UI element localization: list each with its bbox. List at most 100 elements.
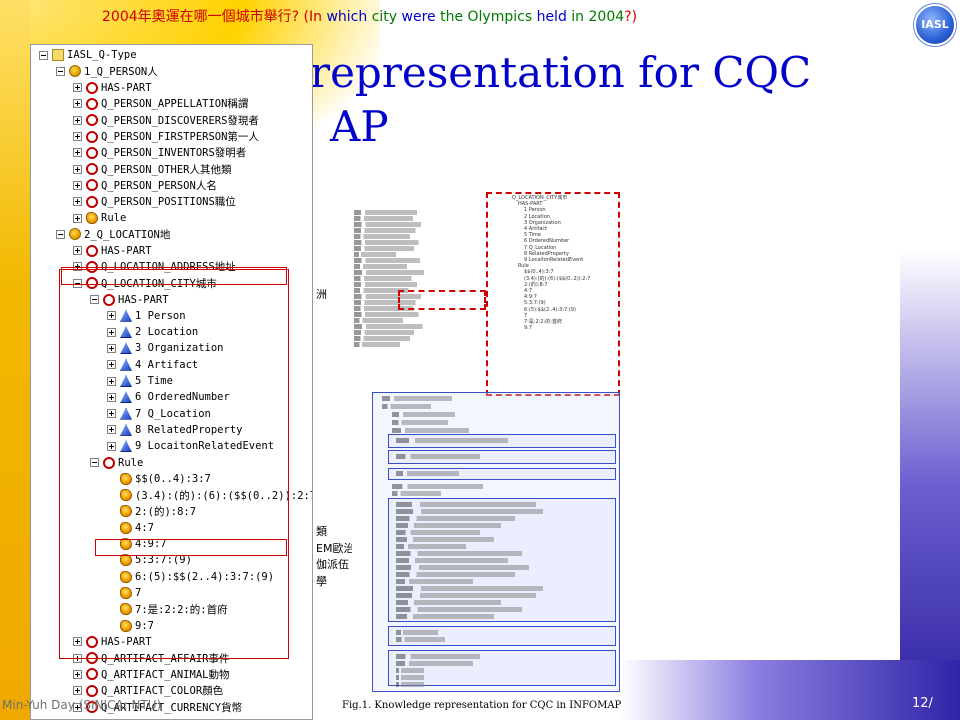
tree-item-label: IASL_Q-Type [67,49,137,61]
tree-item-label: 9 LocaitonRelatedEvent [135,440,275,453]
expand-icon[interactable] [73,686,82,696]
logo-text: IASL [921,18,949,31]
tree-item-label: 1_Q_PERSON人 [84,65,158,78]
tree-item[interactable]: 2_Q_LOCATION地 [56,226,170,242]
tree-item-label: Q_ARTIFACT_CURRENCY貨幣 [101,701,243,714]
tree-item[interactable]: HAS-PART [73,243,152,259]
tree-item[interactable]: 7 [107,585,141,601]
tree-item-label: Rule [101,212,127,224]
collapse-icon[interactable] [73,278,82,288]
tree-item-label: 4:9:7 [135,538,167,550]
tree-item[interactable]: Rule [90,455,143,471]
relation-icon [86,244,98,257]
relation-icon [86,163,98,176]
tree-item[interactable]: Q_PERSON_DISCOVERERS發現者 [73,112,259,128]
tree-item[interactable]: 2:(的):8:7 [107,503,196,519]
tree-item-label: 9:7 [135,619,154,632]
tree-item[interactable]: Q_PERSON_PERSON人名 [73,177,217,193]
collapse-icon[interactable] [56,66,65,76]
tree-item-label: 1 Person [135,309,186,322]
tree-item[interactable]: Q_PERSON_APPELLATION稱謂 [73,96,248,112]
tree-item[interactable]: 6:(5):$$(2..4):3:7:(9) [107,569,274,585]
tree-item[interactable]: 3 Organization [107,340,224,356]
tree-item-label: HAS-PART [118,293,169,306]
tree-item[interactable]: Q_PERSON_INVENTORS發明者 [73,145,246,161]
tree-item[interactable]: (3.4):(的):(6):($$(0..2)):2:7 [107,487,312,503]
tree-item[interactable]: 1 Person [107,308,186,324]
tree-item[interactable]: 5:3:7:(9) [107,552,192,568]
tree-item[interactable]: 5 Time [107,373,173,389]
tree-item[interactable]: 9 LocaitonRelatedEvent [107,438,274,454]
tree-item[interactable]: Q_PERSON_OTHER人其他類 [73,161,232,177]
tree-item[interactable]: IASL_Q-Type [39,47,137,63]
expand-icon[interactable] [107,311,116,321]
tree-item[interactable]: 4:9:7 [107,536,167,552]
rule-icon [120,472,132,485]
expand-icon[interactable] [73,669,82,679]
expand-icon[interactable] [107,441,116,451]
expand-icon[interactable] [107,360,116,370]
expand-icon[interactable] [107,409,116,419]
expand-icon[interactable] [73,180,82,190]
tree-item[interactable]: HAS-PART [73,634,152,650]
expand-icon[interactable] [73,637,82,647]
tree-item[interactable]: 7:是:2:2:的:首府 [107,601,228,617]
expand-icon[interactable] [73,213,82,223]
relation-icon [86,684,98,697]
expand-icon[interactable] [73,702,82,712]
rule-icon [120,570,132,583]
tree-item[interactable]: Q_PERSON_FIRSTPERSON第一人 [73,129,259,145]
relation-icon [86,277,98,290]
rule-icon [120,538,132,550]
rule-icon [120,619,132,632]
tree-item[interactable]: 2 Location [107,324,198,340]
expand-icon[interactable] [73,115,82,125]
tree-item[interactable]: Q_PERSON_POSITIONS職位 [73,194,236,210]
expand-icon[interactable] [73,246,82,256]
expand-icon[interactable] [107,392,116,402]
tree-item[interactable]: 7 Q_Location [107,406,211,422]
figure-tree-item: 1 Person [524,207,546,214]
tree-item[interactable]: 1_Q_PERSON人 [56,63,158,79]
tree-item[interactable]: 6 OrderedNumber [107,389,230,405]
collapse-icon[interactable] [39,50,48,60]
tree-item[interactable]: 8 RelatedProperty [107,422,242,438]
tree-item[interactable]: 4 Artifact [107,357,198,373]
tree-item-label: Q_ARTIFACT_ANIMAL動物 [101,668,230,681]
expand-icon[interactable] [73,148,82,158]
expand-icon[interactable] [107,425,116,435]
collapse-icon[interactable] [90,458,99,467]
tree-item-label: Q_PERSON_INVENTORS發明者 [101,147,247,160]
expand-icon[interactable] [107,376,116,386]
iasl-logo: IASL [914,4,956,46]
expand-icon[interactable] [107,343,116,353]
expand-icon[interactable] [73,164,82,174]
tree-item[interactable]: Q_LOCATION_CITY城市 [73,275,217,291]
tree-item[interactable]: $$(0..4):3:7 [107,471,211,487]
collapse-icon[interactable] [90,295,99,304]
relation-icon [86,114,98,127]
expand-icon[interactable] [73,99,82,109]
tree-item[interactable]: HAS-PART [73,80,152,96]
expand-icon[interactable] [73,262,82,272]
slide-right-decoration [900,250,960,720]
tree-item[interactable]: Q_ARTIFACT_ANIMAL動物 [73,666,229,682]
expand-icon[interactable] [73,132,82,141]
tree-item[interactable]: 4:7 [107,520,154,536]
figure-tree-item: 2:(的):8:7 [524,281,548,288]
collapse-icon[interactable] [56,229,65,239]
expand-icon[interactable] [73,83,82,93]
tree-item[interactable]: 9:7 [107,618,154,634]
expand-icon[interactable] [73,197,82,207]
figure-tree-item: 4 Artifact [524,226,548,233]
tree-item-label: $$(0..4):3:7 [135,472,211,485]
tree-item[interactable]: Rule [73,210,126,226]
expand-icon[interactable] [107,327,116,337]
tree-item[interactable]: HAS-PART [90,292,169,308]
tree-item-label: Q_PERSON_DISCOVERERS發現者 [101,114,259,127]
figure-caption: Fig.1. Knowledge representation for CQC … [342,700,622,711]
tree-item[interactable]: Q_ARTIFACT_COLOR顏色 [73,683,223,699]
tree-item[interactable]: Q_ARTIFACT_CURRENCY貨幣 [73,699,242,715]
tree-item-label: Q_PERSON_OTHER人其他類 [101,163,232,176]
